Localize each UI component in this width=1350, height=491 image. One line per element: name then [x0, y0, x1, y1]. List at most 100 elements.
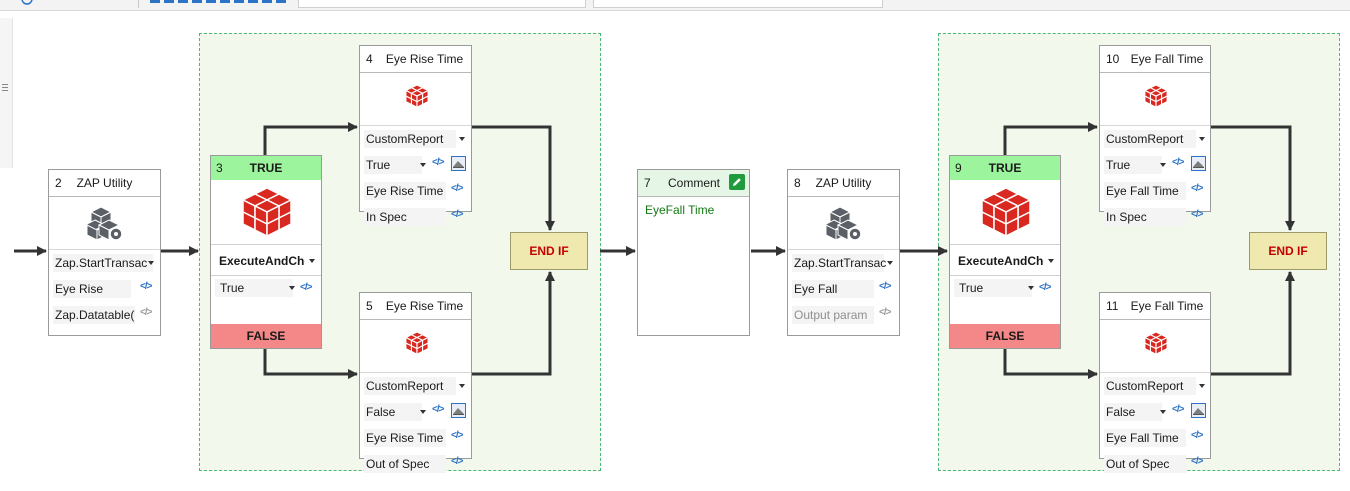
- param-row[interactable]: Eye Rise </>: [49, 276, 160, 302]
- flag-row[interactable]: True </>: [1100, 152, 1210, 178]
- method-select[interactable]: CustomReport: [364, 377, 456, 395]
- code-brackets-icon[interactable]: </>: [140, 281, 153, 292]
- param-value[interactable]: Eye Rise Time: [364, 182, 446, 200]
- custom-report-node-11[interactable]: 11 Eye Fall Time CustomReport False </> …: [1099, 292, 1211, 473]
- chevron-down-icon[interactable]: [289, 286, 295, 290]
- code-brackets-icon[interactable]: </>: [451, 209, 464, 220]
- param-value[interactable]: Output param: [792, 306, 874, 324]
- param-value[interactable]: Zap.Datatable("/: [53, 306, 135, 324]
- param-row[interactable]: Eye Fall Time </>: [1100, 178, 1210, 204]
- flag-row[interactable]: False </>: [1100, 399, 1210, 425]
- method-row[interactable]: Zap.StartTransac: [49, 250, 160, 276]
- zap-utility-node-2[interactable]: 2 ZAP Utility Zap.StartTransac Eye Rise …: [48, 169, 161, 336]
- image-picker-button[interactable]: [451, 156, 466, 171]
- end-if-block-2[interactable]: END IF: [1249, 232, 1327, 270]
- side-panel-handle[interactable]: [0, 18, 13, 168]
- param-row[interactable]: Zap.Datatable("/ </>: [49, 302, 160, 328]
- param-row[interactable]: Eye Fall Time </>: [1100, 425, 1210, 451]
- value-field[interactable]: True: [954, 279, 1034, 297]
- method-select[interactable]: CustomReport: [364, 130, 456, 148]
- param-value[interactable]: Eye Rise Time: [364, 429, 446, 447]
- flag-select[interactable]: False: [364, 403, 422, 421]
- comment-node-7[interactable]: 7 Comment EyeFall Time: [637, 169, 750, 336]
- method-row[interactable]: CustomReport: [1100, 373, 1210, 399]
- param-row[interactable]: In Spec </>: [360, 204, 471, 230]
- edit-comment-button[interactable]: [729, 174, 745, 190]
- chevron-down-icon[interactable]: [309, 259, 315, 263]
- image-picker-button[interactable]: [451, 403, 466, 418]
- method-select[interactable]: CustomReport: [1104, 377, 1196, 395]
- param-row[interactable]: In Spec </>: [1100, 204, 1210, 230]
- chevron-down-icon[interactable]: [1048, 259, 1054, 263]
- chevron-down-icon[interactable]: [1028, 286, 1034, 290]
- flag-row[interactable]: True </>: [360, 152, 471, 178]
- param-value[interactable]: Out of Spec: [364, 455, 446, 473]
- chevron-down-icon[interactable]: [1160, 163, 1166, 167]
- method-row[interactable]: Zap.StartTransac: [788, 250, 899, 276]
- code-brackets-icon[interactable]: </>: [1191, 209, 1204, 220]
- param-row[interactable]: Output param </>: [788, 302, 899, 328]
- param-row[interactable]: Eye Rise Time </>: [360, 178, 471, 204]
- method-select[interactable]: ExecuteAndChec: [219, 254, 305, 268]
- param-value[interactable]: Eye Fall Time: [1104, 182, 1186, 200]
- code-brackets-icon[interactable]: </>: [1191, 456, 1204, 467]
- param-row[interactable]: Out of Spec </>: [1100, 451, 1210, 477]
- zap-utility-node-8[interactable]: 8 ZAP Utility Zap.StartTransac Eye Fall …: [787, 169, 900, 336]
- chevron-down-icon[interactable]: [148, 261, 154, 265]
- method-select[interactable]: CustomReport: [1104, 130, 1196, 148]
- image-picker-button[interactable]: [1191, 403, 1206, 418]
- chevron-down-icon[interactable]: [1160, 410, 1166, 414]
- custom-report-node-4[interactable]: 4 Eye Rise Time CustomReport True </> Ey…: [359, 45, 472, 226]
- condition-node-3[interactable]: 3 TRUE ExecuteAndChec True </> FALSE: [210, 155, 322, 349]
- chevron-down-icon[interactable]: [459, 384, 465, 388]
- chevron-down-icon[interactable]: [1199, 384, 1205, 388]
- custom-report-node-5[interactable]: 5 Eye Rise Time CustomReport False </> E…: [359, 292, 472, 473]
- method-select[interactable]: Zap.StartTransac: [53, 254, 153, 272]
- method-row[interactable]: CustomReport: [360, 373, 471, 399]
- code-brackets-icon[interactable]: </>: [1191, 430, 1204, 441]
- code-brackets-icon[interactable]: </>: [451, 183, 464, 194]
- code-brackets-icon[interactable]: </>: [432, 404, 445, 415]
- code-brackets-icon[interactable]: </>: [1039, 282, 1052, 293]
- param-row[interactable]: Out of Spec </>: [360, 451, 471, 477]
- param-value[interactable]: Eye Fall: [792, 280, 874, 298]
- code-brackets-icon[interactable]: </>: [879, 307, 892, 318]
- flag-select[interactable]: True: [364, 156, 422, 174]
- code-brackets-icon[interactable]: </>: [1191, 183, 1204, 194]
- custom-report-node-10[interactable]: 10 Eye Fall Time CustomReport True </> E…: [1099, 45, 1211, 226]
- param-value[interactable]: Out of Spec: [1104, 455, 1186, 473]
- method-select[interactable]: Zap.StartTransac: [792, 254, 887, 272]
- method-row[interactable]: CustomReport: [360, 126, 471, 152]
- image-picker-button[interactable]: [1191, 156, 1206, 171]
- param-value[interactable]: Eye Fall Time: [1104, 429, 1186, 447]
- code-brackets-icon[interactable]: </>: [451, 430, 464, 441]
- code-brackets-icon[interactable]: </>: [1172, 404, 1185, 415]
- end-if-block-1[interactable]: END IF: [510, 232, 588, 270]
- code-brackets-icon[interactable]: </>: [140, 307, 153, 318]
- toolbar-field-left[interactable]: [298, 0, 586, 8]
- chevron-down-icon[interactable]: [1199, 137, 1205, 141]
- chevron-down-icon[interactable]: [459, 137, 465, 141]
- chevron-down-icon[interactable]: [420, 410, 426, 414]
- method-row[interactable]: ExecuteAndChec: [950, 248, 1060, 274]
- condition-node-9[interactable]: 9 TRUE ExecuteAndChec True </> FALSE: [949, 155, 1061, 349]
- flag-select[interactable]: False: [1104, 403, 1162, 421]
- method-select[interactable]: ExecuteAndChec: [958, 254, 1044, 268]
- home-icon[interactable]: [20, 0, 34, 7]
- param-row[interactable]: Eye Rise Time </>: [360, 425, 471, 451]
- param-value[interactable]: In Spec: [364, 208, 446, 226]
- code-brackets-icon[interactable]: </>: [451, 456, 464, 467]
- flag-select[interactable]: True: [1104, 156, 1162, 174]
- code-brackets-icon[interactable]: </>: [879, 281, 892, 292]
- param-value[interactable]: Eye Rise: [53, 280, 131, 298]
- param-value[interactable]: In Spec: [1104, 208, 1186, 226]
- chevron-down-icon[interactable]: [420, 163, 426, 167]
- code-brackets-icon[interactable]: </>: [300, 282, 313, 293]
- param-row[interactable]: Eye Fall </>: [788, 276, 899, 302]
- value-field[interactable]: True: [215, 279, 295, 297]
- method-row[interactable]: CustomReport: [1100, 126, 1210, 152]
- flag-row[interactable]: False </>: [360, 399, 471, 425]
- code-brackets-icon[interactable]: </>: [1172, 157, 1185, 168]
- toolbar-icons-icon[interactable]: [150, 0, 290, 7]
- method-row[interactable]: ExecuteAndChec: [211, 248, 321, 274]
